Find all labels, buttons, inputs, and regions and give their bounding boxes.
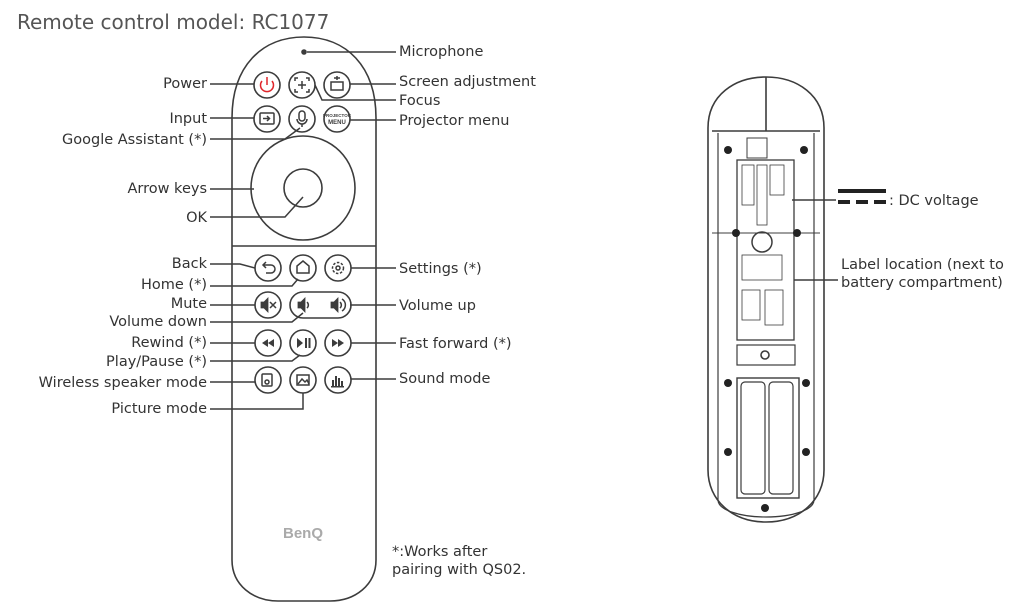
ok-button bbox=[283, 168, 323, 208]
focus-icon bbox=[294, 77, 310, 93]
wireless-speaker-button bbox=[254, 366, 282, 394]
label-home: Home (*) bbox=[141, 277, 207, 293]
sound-mode-button bbox=[324, 366, 352, 394]
speaker-mode-icon bbox=[261, 373, 273, 387]
mute-icon bbox=[260, 297, 277, 313]
label-input: Input bbox=[169, 111, 207, 127]
rating-label bbox=[736, 159, 795, 341]
volume-up-icon bbox=[330, 297, 347, 313]
label-mute: Mute bbox=[170, 296, 207, 312]
screen-adjustment-icon bbox=[330, 76, 344, 91]
label-volume-down: Volume down bbox=[109, 314, 207, 330]
play-pause-icon bbox=[297, 338, 311, 348]
rewind-icon bbox=[262, 339, 274, 347]
battery-compartment bbox=[736, 377, 800, 499]
footnote-line1: *:Works after bbox=[392, 544, 488, 560]
rear-callout-lines bbox=[792, 199, 838, 281]
volume-rocker bbox=[289, 291, 352, 319]
power-button bbox=[253, 71, 281, 99]
page-title: Remote control model: RC1077 bbox=[17, 10, 330, 34]
sound-mode-icon bbox=[331, 376, 344, 388]
projector-menu-bottom-text: MENU bbox=[328, 120, 346, 126]
label-screen-adjustment: Screen adjustment bbox=[399, 74, 536, 90]
screw-holes bbox=[724, 146, 810, 512]
power-icon bbox=[259, 77, 275, 93]
label-rewind: Rewind (*) bbox=[131, 335, 207, 351]
play-pause-button bbox=[289, 329, 317, 357]
label-dc-voltage: : DC voltage bbox=[889, 193, 979, 209]
label-sound-mode: Sound mode bbox=[399, 371, 491, 387]
label-arrow-keys: Arrow keys bbox=[127, 181, 207, 197]
input-button bbox=[253, 105, 281, 133]
settings-button bbox=[324, 254, 352, 282]
label-back: Back bbox=[171, 256, 207, 272]
brand-logo: BenQ bbox=[283, 525, 323, 542]
fast-forward-icon bbox=[332, 339, 344, 347]
label-microphone: Microphone bbox=[399, 44, 484, 60]
home-icon bbox=[296, 260, 310, 274]
home-button bbox=[289, 254, 317, 282]
remote-back-body bbox=[707, 76, 825, 523]
google-assistant-button bbox=[288, 105, 316, 133]
label-projector-menu: Projector menu bbox=[399, 113, 510, 129]
label-google-assistant: Google Assistant (*) bbox=[62, 132, 207, 148]
projector-menu-top-text: PROJECTOR bbox=[323, 113, 352, 118]
label-focus: Focus bbox=[399, 93, 441, 109]
label-play-pause: Play/Pause (*) bbox=[106, 354, 207, 370]
label-power: Power bbox=[163, 76, 207, 92]
footnote: *:Works after pairing with QS02. bbox=[392, 543, 526, 579]
back-button bbox=[254, 254, 282, 282]
projector-menu-button bbox=[323, 105, 351, 133]
gear-icon bbox=[331, 261, 345, 275]
input-icon bbox=[259, 112, 275, 125]
picture-mode-icon bbox=[296, 374, 310, 386]
label-fast-forward: Fast forward (*) bbox=[399, 336, 512, 352]
callout-lines bbox=[210, 51, 396, 410]
label-location-line1: Label location (next to bbox=[841, 257, 1004, 273]
screen-adjust-button bbox=[323, 71, 351, 99]
remote-back bbox=[707, 76, 825, 523]
footnote-line2: pairing with QS02. bbox=[392, 562, 527, 578]
label-wireless-speaker-mode: Wireless speaker mode bbox=[38, 375, 207, 391]
volume-down-icon bbox=[297, 297, 310, 313]
microphone-icon bbox=[296, 110, 308, 127]
remote-front-body bbox=[231, 36, 377, 602]
back-icon bbox=[261, 261, 276, 274]
label-ok: OK bbox=[186, 210, 207, 226]
label-settings: Settings (*) bbox=[399, 261, 482, 277]
label-picture-mode: Picture mode bbox=[111, 401, 207, 417]
label-volume-up: Volume up bbox=[399, 298, 476, 314]
arrow-keys-ring bbox=[250, 135, 356, 241]
label-location-line2: battery compartment) bbox=[841, 275, 1003, 291]
dc-voltage-symbol bbox=[838, 189, 886, 204]
